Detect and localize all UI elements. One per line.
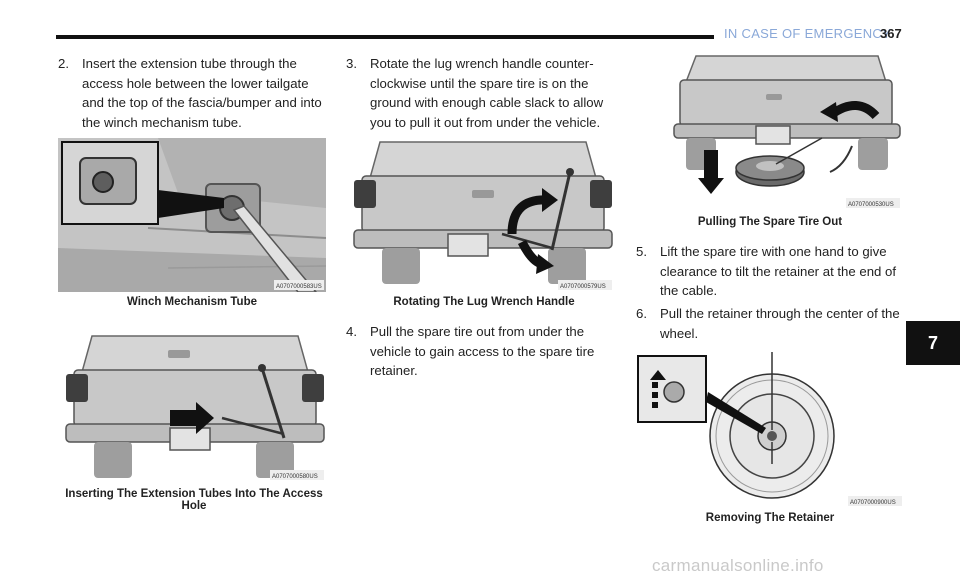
step-number: 2. <box>58 56 69 71</box>
figure-caption: Rotating The Lug Wrench Handle <box>393 296 575 308</box>
page-number: 367 <box>880 26 902 41</box>
figure-rotating-lug-wrench: A0707000579US <box>352 138 614 290</box>
step-text: Pull the retainer through the center of … <box>660 306 900 341</box>
figure-code: A0707000900US <box>850 500 896 506</box>
section-title: IN CASE OF EMERGENCY <box>724 26 892 41</box>
figure-inserting-extension-tubes: A0707000580US <box>64 330 326 480</box>
chapter-tab[interactable]: 7 <box>906 321 960 365</box>
step-text: Insert the extension tube through the ac… <box>82 56 322 130</box>
step-text: Lift the spare tire with one hand to giv… <box>660 244 897 298</box>
step-number: 4. <box>346 324 357 339</box>
watermark: carmanualsonline.info <box>652 556 824 575</box>
figure-pulling-spare-tire: A0707000530US <box>672 54 902 210</box>
header-rule <box>56 35 714 39</box>
step-6: 6. Pull the retainer through the center … <box>636 304 902 343</box>
figure-code: A0707000583US <box>276 284 322 290</box>
figure-caption: Winch Mechanism Tube <box>126 296 258 308</box>
step-number: 6. <box>636 306 647 321</box>
step-number: 5. <box>636 244 647 259</box>
step-3: 3. Rotate the lug wrench handle counter-… <box>346 54 622 132</box>
step-2: 2. Insert the extension tube through the… <box>58 54 330 132</box>
figure-caption: Pulling The Spare Tire Out <box>697 216 843 228</box>
figure-code: A0707000579US <box>560 284 606 290</box>
step-5: 5. Lift the spare tire with one hand to … <box>636 242 902 301</box>
figure-removing-retainer: A0707000900US <box>634 352 904 508</box>
figure-code: A0707000530US <box>848 202 894 208</box>
step-4: 4. Pull the spare tire out from under th… <box>346 322 622 381</box>
step-number: 3. <box>346 56 357 71</box>
step-text: Pull the spare tire out from under the v… <box>370 324 595 378</box>
figure-caption: Inserting The Extension Tubes Into The A… <box>65 488 323 512</box>
figure-caption: Removing The Retainer <box>705 512 835 524</box>
figure-code: A0707000580US <box>272 474 318 480</box>
step-text: Rotate the lug wrench handle counter-clo… <box>370 56 604 130</box>
figure-winch-mechanism-tube: A0707000583US <box>58 138 326 292</box>
